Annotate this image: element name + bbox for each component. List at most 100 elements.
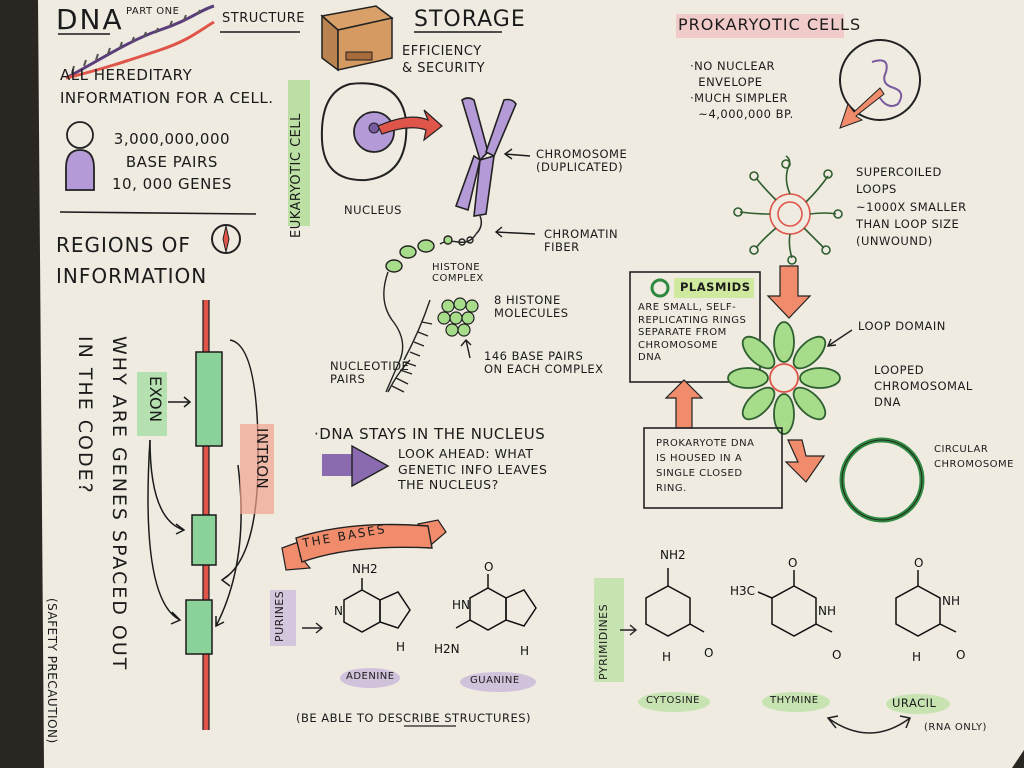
plasmids-title: PLASMIDS <box>680 280 751 294</box>
diagonal-arrow <box>784 439 826 483</box>
thymine-uracil-arrow <box>826 715 912 734</box>
uracil-label: URACIL <box>892 696 937 710</box>
thymine-structure-icon <box>757 570 833 637</box>
dna-ladder-icon <box>387 299 433 393</box>
guanine-o: O <box>484 560 494 574</box>
adenine-nh2: NH2 <box>352 562 378 576</box>
eukaryotic-cell-icon <box>320 82 408 182</box>
dna-helix-icon <box>65 4 215 80</box>
loop-domain-label: LOOP DOMAIN <box>858 319 946 333</box>
storage-title: STORAGE <box>414 7 526 32</box>
chromatin-fiber-icon <box>383 233 477 393</box>
regions-title: REGIONS of INFORMATION <box>56 233 208 288</box>
guanine-structure-icon <box>455 574 537 631</box>
rna-only-label: (RNA ONLY) <box>924 722 987 733</box>
intron-label: INTRON <box>253 428 271 490</box>
pyrimidines-highlight <box>594 578 624 682</box>
uracil-structure-icon <box>895 570 957 637</box>
adenine-structure-icon <box>343 578 411 633</box>
thymine-label: THYMINE <box>770 695 819 706</box>
compass-icon <box>211 224 241 254</box>
prokaryotic-title: PROKARYOTIC CELLS <box>678 15 862 34</box>
down-arrow <box>766 265 812 319</box>
guanine-highlight <box>460 672 536 692</box>
describe-note: (BE ABLE to DESCRIBE STRUCTURES) <box>296 711 532 725</box>
intron-highlight <box>240 424 274 514</box>
purines-arrow <box>302 622 324 634</box>
box-icon <box>320 5 394 72</box>
guanine-hn: HN <box>452 598 470 612</box>
cytosine-highlight <box>638 692 710 712</box>
adenine-highlight <box>340 668 400 688</box>
thymine-nh: NH <box>818 604 836 618</box>
label-arrows <box>460 148 536 359</box>
base-pairs-label: 146 BASE PAIRS ON EACH COMPLEX <box>484 349 604 376</box>
chromatin-label: CHROMATIN FIBER <box>544 227 619 254</box>
prokaryotic-highlight <box>676 14 844 38</box>
cytosine-h: H <box>662 650 672 664</box>
purines-highlight <box>270 590 296 646</box>
prokaryotic-notes: ·NO NUCLEAR ENVELOPE ·MUCH SIMPLER ~4,00… <box>690 59 794 122</box>
purines-label: PURINES <box>273 590 286 642</box>
cytosine-label: CYTOSINE <box>646 695 700 706</box>
cell-arrow <box>839 87 885 129</box>
paper <box>38 0 1024 768</box>
look-ahead-text: LOOK AHEAD: WHAT GENETIC INFO LEAVES the… <box>398 446 548 493</box>
nucleotide-pairs-label: NUCLEOTIDE PAIRS <box>330 359 410 386</box>
uracil-o: O <box>914 556 924 570</box>
circular-label: CIRCULAR CHROMOSOME <box>934 444 1014 470</box>
pyrimidines-label: PYRIMIDINES <box>597 603 610 680</box>
thymine-highlight <box>762 692 830 712</box>
structure-label: STRUCTURE <box>222 11 306 26</box>
guanine-label: GUANINE <box>470 675 520 686</box>
guanine-h: H <box>520 644 530 658</box>
nucleus-arrow <box>377 109 443 142</box>
gene-strand <box>185 300 223 730</box>
exon-label: EXON <box>146 376 165 423</box>
plasmid-ring-icon <box>650 278 670 298</box>
thymine-h3c: H3C <box>730 584 756 598</box>
cytosine-o: O <box>704 646 714 660</box>
uracil-h: H <box>912 650 922 664</box>
purple-arrow-body <box>322 454 356 476</box>
plasmids-box <box>629 271 761 383</box>
looped-dna-icon <box>727 321 841 435</box>
adenine-label: ADENINE <box>346 671 395 682</box>
part-one-label: PART ONE <box>126 6 180 17</box>
chromosome-label: CHROMOSOME (DUPLICATED) <box>536 147 628 174</box>
dna-stays-text: ·DNA STAYS IN the NUCLEUS <box>314 425 546 443</box>
prokaryote-cell-icon <box>839 38 921 121</box>
genes-question: WHY ARE GENES SPACED OUT IN the CODE? <box>73 336 130 672</box>
eukaryotic-highlight <box>288 80 310 226</box>
hereditary-text: ALL HEREDITARY INFORMATION for a CELL. <box>60 66 274 107</box>
purple-arrow-head <box>351 444 390 488</box>
housed-text: PROKARYOTE DNA IS HOUSED IN A SINGLE CLO… <box>656 438 755 494</box>
looped-dna-label: LOOPED CHROMOSOMAL DNA <box>874 363 973 410</box>
plasmids-highlight <box>674 278 754 298</box>
plasmids-text: ARE SMALL, SELF- REPLICATING RINGS SEPAR… <box>638 302 747 363</box>
housed-box <box>643 427 783 509</box>
genome-stats: 3,000,000,000 BASE PAIRS 10, 000 GENES <box>112 130 232 193</box>
cytosine-nh2: NH2 <box>660 548 686 562</box>
section-divider <box>59 211 257 215</box>
adenine-n1: N <box>334 604 343 618</box>
thymine-o2: O <box>832 648 842 662</box>
supercoiled-loops-icon <box>733 155 843 265</box>
histone-cluster-icon <box>437 297 479 337</box>
exon-highlight <box>137 372 167 436</box>
histone-complex-label: HISTONE COMPLEX <box>432 262 484 285</box>
uracil-nh: NH <box>942 594 960 608</box>
up-arrow <box>664 379 704 429</box>
pyrimidines-arrow <box>620 624 638 636</box>
chromosome-icon <box>454 97 517 235</box>
eukaryotic-cell-label: EUKARYOTIC CELL <box>289 113 304 238</box>
bases-banner-icon <box>281 519 447 571</box>
guanine-h2n: H2N <box>434 642 460 656</box>
nucleus-label: NUCLEUS <box>344 203 402 217</box>
supercoiled-label: SUPERCOILED LOOPS ~1000x SMALLER THAN LO… <box>856 165 967 248</box>
human-figure-icon <box>65 121 95 191</box>
adenine-h: H <box>396 640 406 654</box>
uracil-highlight <box>886 694 950 714</box>
